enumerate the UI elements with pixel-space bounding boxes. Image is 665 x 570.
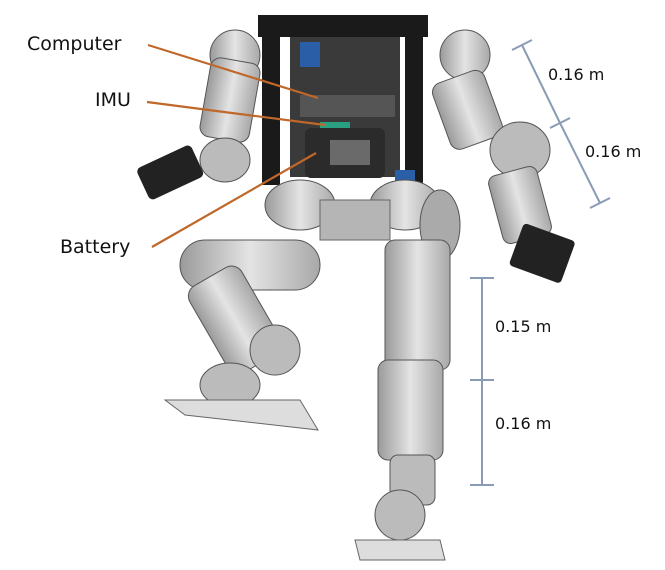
shank-dimension <box>470 380 494 486</box>
upper-arm-length: 0.16 m <box>548 65 605 84</box>
left-leg <box>163 239 321 431</box>
forearm-dimension <box>549 117 611 209</box>
torso-frame <box>258 15 428 190</box>
thigh-dimension <box>470 277 494 381</box>
right-leg <box>354 239 451 561</box>
computer-callout-line <box>147 43 319 100</box>
imu-callout-line <box>146 100 326 127</box>
computer-label: Computer <box>27 33 122 55</box>
left-arm <box>137 29 261 200</box>
battery-label: Battery <box>60 236 131 258</box>
forearm-length: 0.16 m <box>585 142 642 161</box>
shank-length: 0.16 m <box>495 414 552 433</box>
right-arm <box>431 29 575 283</box>
upper-arm-dimension <box>511 39 561 124</box>
battery-callout-line <box>151 152 317 248</box>
imu-label: IMU <box>95 89 131 111</box>
thigh-length: 0.15 m <box>495 317 552 336</box>
